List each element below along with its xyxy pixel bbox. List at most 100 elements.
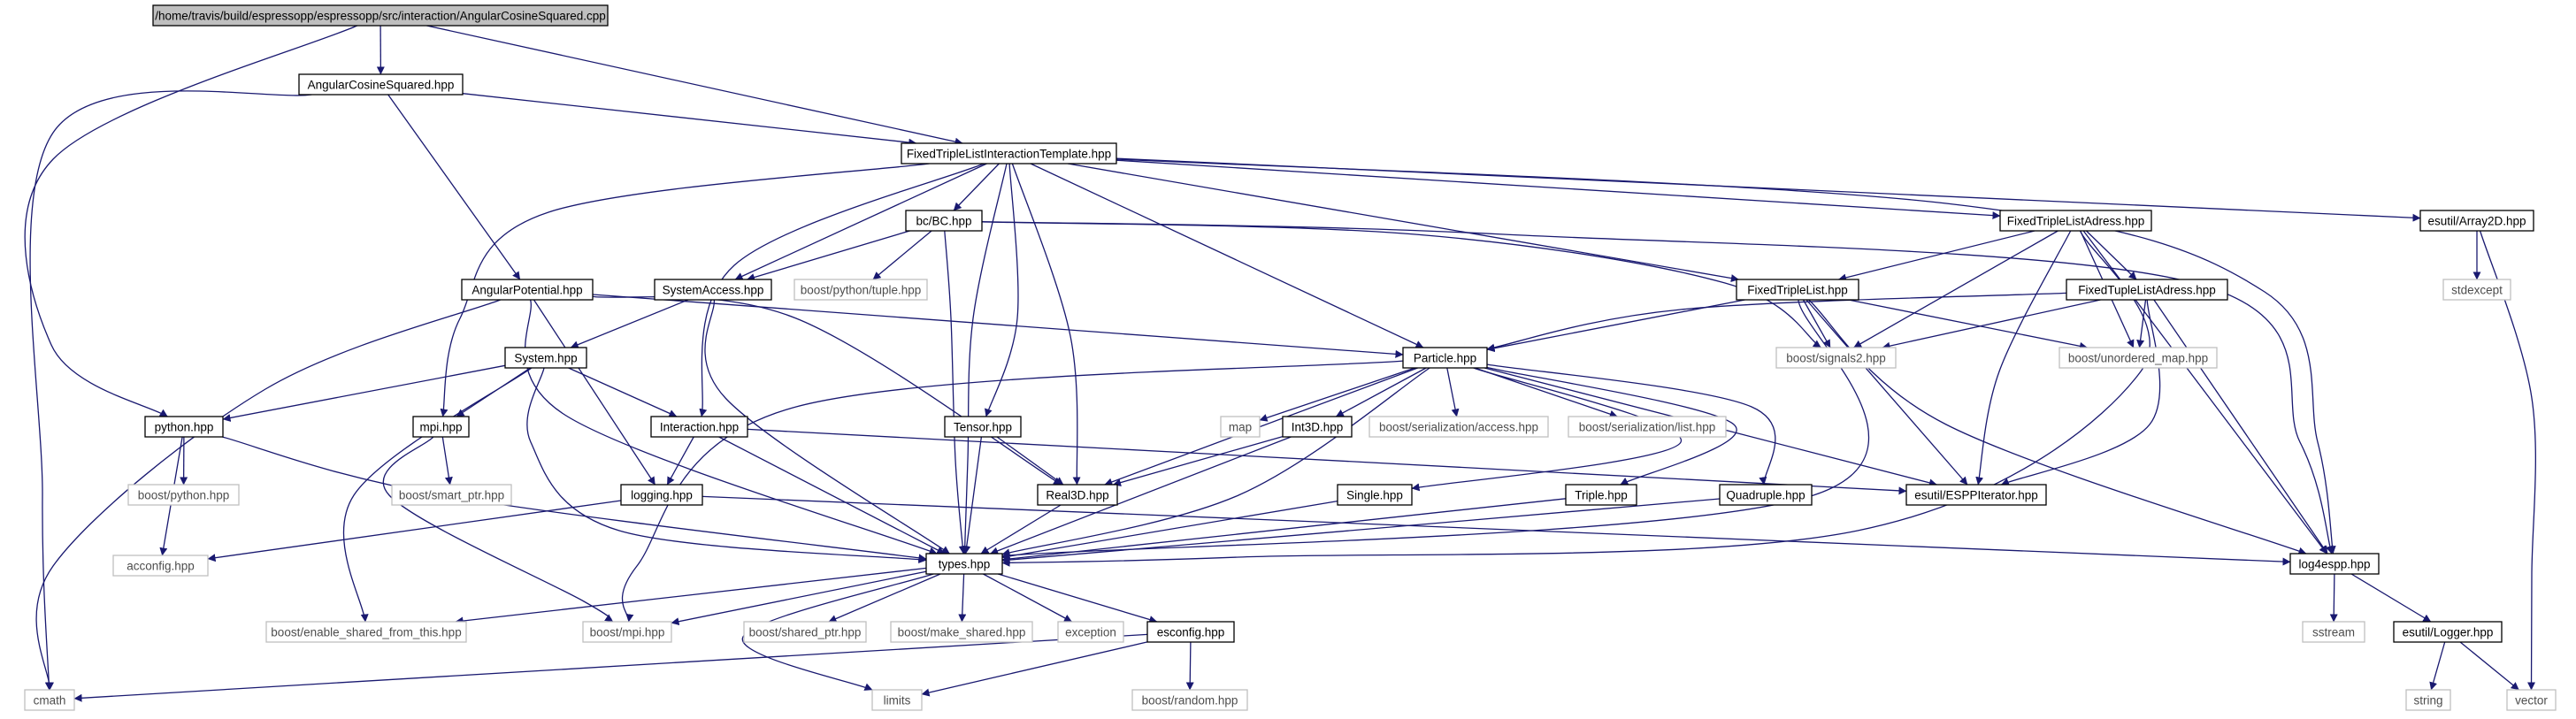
edge-system_hpp-to-interaction_hpp [568,367,678,417]
node-box [944,416,1022,438]
edge-fixedtriplelistinteractiontemplate_hpp-to-tensor_hpp [985,163,1019,417]
edge-angularpotential_hpp-to-particle_hpp [592,294,1404,358]
node-label: AngularPotential.hpp [472,284,582,297]
node-quadruple-hpp[interactable]: Quadruple.hpp [1719,484,1813,506]
node-boost-make-shared-hpp: boost/make_shared.hpp [890,621,1033,643]
node-boost-mpi-hpp: boost/mpi.hpp [582,621,672,643]
edge-single_hpp-to-types_hpp [1001,500,1338,561]
node-box [654,279,772,301]
node-logging-hpp[interactable]: logging.hpp [620,484,703,506]
node-fixedtriplelist-hpp[interactable]: FixedTripleList.hpp [1736,279,1859,301]
node-triple-hpp[interactable]: Triple.hpp [1565,484,1637,506]
node-box [582,621,672,643]
node-cmath: cmath [24,689,75,711]
node-real3d-hpp[interactable]: Real3D.hpp [1037,484,1118,506]
node-label: boost/unordered_map.hpp [2068,352,2208,365]
node-bc-bc-hpp[interactable]: bc/BC.hpp [905,210,983,232]
edge-angularpotential_hpp-to-types_hpp [524,299,938,555]
edge-int3d_hpp-to-types_hpp [990,436,1292,555]
node-esutil-esppiterator-hpp[interactable]: esutil/ESPPIterator.hpp [1905,484,2047,506]
node-label: map [1229,421,1252,434]
edge-bc_bc_hpp-to-types_hpp [944,230,967,555]
node-int3d-hpp[interactable]: Int3D.hpp [1282,416,1353,438]
edge-types_hpp-to-boost_enable_shared_from_this_hpp [455,567,927,625]
node-box [2405,689,2451,711]
node-label: Particle.hpp [1414,352,1476,365]
node-esconfig-hpp[interactable]: esconfig.hpp [1146,621,1235,643]
edge-tensor_hpp-to-types_hpp [962,436,983,555]
node-box [1905,484,2047,506]
edge-types_hpp-to-boost_mpi_hpp [671,570,927,626]
edge-types_hpp-to-limits [742,573,934,691]
edge-esconfig_hpp-to-boost_random_hpp [1185,641,1194,691]
node-systemaccess-hpp[interactable]: SystemAccess.hpp [654,279,772,301]
node-label: mpi.hpp [419,421,462,434]
node-label: FixedTripleListInteractionTemplate.hpp [907,148,1111,161]
edge-fixedtriplelistadress_hpp-to-fixedtriplelist_hpp [1837,230,2036,282]
node-tensor-hpp[interactable]: Tensor.hpp [944,416,1022,438]
node-box [2393,621,2503,643]
edge-log4espp_hpp-to-esutil_logger_hpp [2350,573,2432,623]
edge-types_hpp-to-boost_make_shared_hpp [958,573,967,623]
edge-python_hpp-to-types_hpp [222,436,927,562]
node-label: acconfig.hpp [126,560,195,573]
edge-fixedtriplelistadress_hpp-to-esutil_esppiterator_hpp [1975,230,2072,486]
node-fixedtriplelistinteractiontemplate-hpp[interactable]: FixedTripleListInteractionTemplate.hpp [901,142,1117,164]
node-label: esutil/Logger.hpp [2403,626,2494,639]
node-boost-serialization-list-hpp: boost/serialization/list.hpp [1568,416,1727,438]
node-label: boost/enable_shared_from_this.hpp [271,626,461,639]
node-types-hpp[interactable]: types.hpp [925,553,1003,575]
node-mpi-hpp[interactable]: mpi.hpp [412,416,470,438]
node-label: Real3D.hpp [1046,489,1108,502]
node-system-hpp[interactable]: System.hpp [504,347,587,369]
node-label: System.hpp [514,352,577,365]
edge-fixedtriplelistinteractiontemplate_hpp-to-real3d_hpp [1011,163,1081,486]
edge-particle_hpp-to-map [1259,367,1415,422]
node-box [1775,347,1897,369]
node-fixedtriplelistadress-hpp[interactable]: FixedTripleListAdress.hpp [1999,210,2152,232]
edge-fixedtriplelist_hpp-to-esutil_esppiterator_hpp [1806,299,1968,486]
node-label: FixedTripleList.hpp [1747,284,1848,297]
edge-fixedtuplelistadress_hpp-to-boost_signals2_hpp [1882,299,2101,350]
node-box [1146,621,1235,643]
node-box [890,621,1033,643]
edge-esutil_logger_hpp-to-string [2429,641,2446,691]
edge-system_hpp-to-python_hpp [222,364,506,422]
node-box [620,484,703,506]
edge-mpi_hpp-to-boost_mpi_hpp [382,436,614,623]
edge-particle_hpp-to-quadruple_hpp [1486,363,1776,486]
node-label: FixedTripleListAdress.hpp [2007,215,2145,228]
node-boost-python-tuple-hpp: boost/python/tuple.hpp [794,279,928,301]
edge-esconfig_hpp-to-limits [921,641,1148,697]
node-esutil-array2d-hpp[interactable]: esutil/Array2D.hpp [2419,210,2534,232]
node-log4espp-hpp[interactable]: log4espp.hpp [2289,553,2380,575]
dependency-nodes: /home/travis/build/espressopp/espressopp… [24,4,2557,711]
node-boost-serialization-access-hpp: boost/serialization/access.hpp [1368,416,1549,438]
edge-real3d_hpp-to-types_hpp [980,504,1062,555]
node-box [461,279,594,301]
node-root[interactable]: /home/travis/build/espressopp/espressopp… [152,4,609,27]
node-fixedtuplelistadress-hpp[interactable]: FixedTupleListAdress.hpp [2066,279,2228,301]
node-label: boost/mpi.hpp [590,626,665,639]
node-box [144,416,224,438]
node-python-hpp[interactable]: python.hpp [144,416,224,438]
edge-bc_bc_hpp-to-boost_python_tuple_hpp [872,230,932,280]
node-label: Int3D.hpp [1292,421,1344,434]
node-box [1999,210,2152,232]
node-interaction-hpp[interactable]: Interaction.hpp [650,416,748,438]
node-particle-hpp[interactable]: Particle.hpp [1402,347,1488,369]
node-box [2419,210,2534,232]
node-box [2302,621,2365,643]
edge-quadruple_hpp-to-types_hpp [1001,498,1721,564]
node-esutil-logger-hpp[interactable]: esutil/Logger.hpp [2393,621,2503,643]
node-box [1368,416,1549,438]
edge-fixedtriplelistinteractiontemplate_hpp-to-mpi_hpp [440,163,930,417]
node-map: map [1220,416,1261,438]
edge-esutil_logger_hpp-to-vector [2459,641,2519,691]
node-single-hpp[interactable]: Single.hpp [1337,484,1413,506]
node-label: stdexcept [2451,284,2503,297]
node-box [2058,347,2218,369]
node-angularpotential-hpp[interactable]: AngularPotential.hpp [461,279,594,301]
node-angularcosinesquared-hpp[interactable]: AngularCosineSquared.hpp [298,73,464,96]
